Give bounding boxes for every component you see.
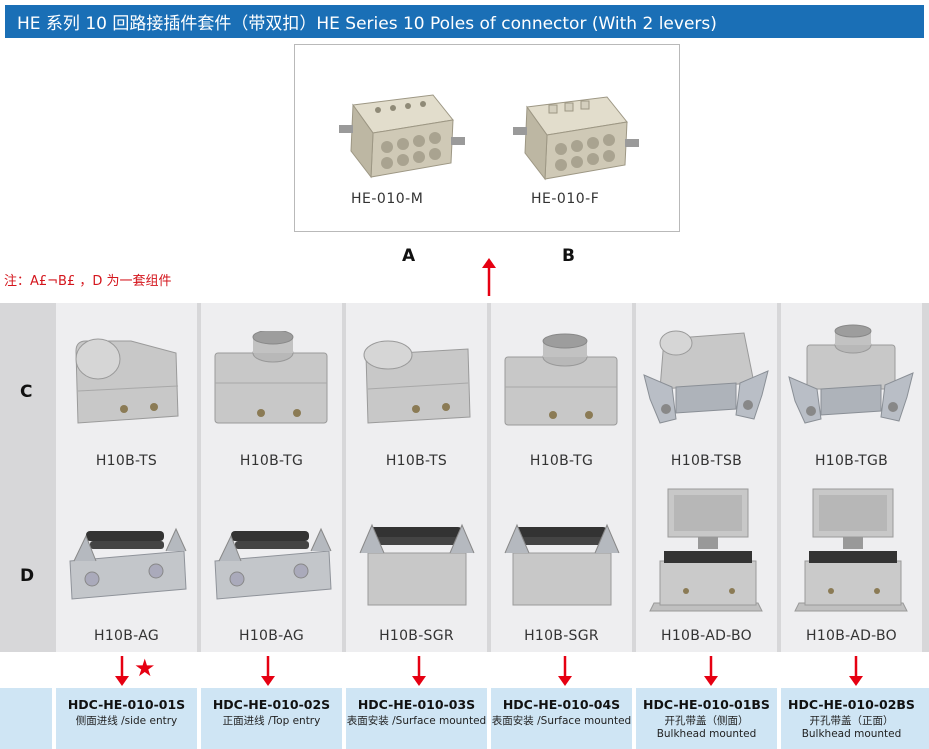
kit-column: H10B-TG H10B-SGR — [491, 303, 632, 652]
female-insert-image — [507, 85, 647, 195]
kit-column: H10B-TG H10B-AG — [201, 303, 342, 652]
base-model-label: H10B-SGR — [379, 628, 454, 644]
hood-side-entry-image — [363, 340, 471, 424]
kit-description: 表面安装 /Surface mounted — [491, 715, 632, 727]
column-divider — [487, 688, 491, 749]
kit-code-cell: HDC-HE-010-01BS 开孔带盖（侧面） Bulkhead mounte… — [636, 688, 777, 749]
hood-top-entry-image — [214, 331, 328, 424]
hood-model-label: H10B-TSB — [670, 453, 743, 469]
kit-code-cell: HDC-HE-010-02S 正面进线 /Top entry — [201, 688, 342, 749]
hood-model-label: H10B-TG — [239, 453, 304, 469]
kit-code: HDC-HE-010-02S — [212, 697, 331, 712]
kit-code: HDC-HE-010-01BS — [643, 697, 770, 712]
down-arrow-icon — [704, 656, 718, 686]
base-angled-image — [214, 527, 332, 600]
base-surface-image — [359, 523, 475, 606]
hood-levers-side-image — [643, 330, 769, 424]
down-arrow-icon — [115, 656, 129, 686]
base-model-label: H10B-AD-BO — [806, 628, 897, 644]
insert-letter: B — [562, 246, 575, 266]
column-divider — [632, 688, 636, 749]
kit-description: 表面安装 /Surface mounted — [346, 715, 487, 727]
kit-code: HDC-HE-010-02BS — [788, 697, 915, 712]
kit-description-cn: 开孔带盖（侧面） — [664, 715, 749, 727]
column-divider — [197, 688, 201, 749]
base-model-label: H10B-AG — [94, 628, 159, 644]
insert-model-label: HE-010-F — [531, 191, 600, 207]
insert-model-label: HE-010-M — [351, 191, 424, 207]
kit-code-cell: HDC-HE-010-02BS 开孔带盖（正面） Bulkhead mounte… — [781, 688, 922, 749]
column-divider — [52, 688, 56, 749]
kit-description: 侧面进线 /side entry — [75, 715, 178, 727]
bulkhead-housing-image — [649, 488, 763, 612]
kit-column: H10B-TS H10B-SGR — [346, 303, 487, 652]
row-label-d: D — [20, 566, 35, 586]
up-arrow-icon — [482, 258, 496, 296]
hood-top-entry-image — [504, 333, 618, 426]
kit-code-cell: HDC-HE-010-03S 表面安装 /Surface mounted — [346, 688, 487, 749]
bulkhead-housing-image — [794, 488, 908, 612]
down-arrow-icon — [412, 656, 426, 686]
down-arrow-icon — [261, 656, 275, 686]
hood-model-label: H10B-TS — [95, 453, 158, 469]
kit-code: HDC-HE-010-04S — [502, 697, 621, 712]
base-surface-image — [504, 523, 620, 606]
hood-side-entry-image — [75, 338, 179, 424]
kit-code: HDC-HE-010-03S — [357, 697, 476, 712]
column-divider — [777, 688, 781, 749]
kit-column: H10B-TS H10B-AG — [56, 303, 197, 652]
page-title: HE 系列 10 回路接插件套件（带双扣）HE Series 10 Poles … — [5, 5, 924, 38]
hood-model-label: H10B-TS — [385, 453, 448, 469]
kit-description-en: Bulkhead mounted — [801, 728, 902, 740]
kit-code-cell: HDC-HE-010-04S 表面安装 /Surface mounted — [491, 688, 632, 749]
base-model-label: H10B-AD-BO — [661, 628, 752, 644]
base-model-label: H10B-AG — [239, 628, 304, 644]
kit-code: HDC-HE-010-01S — [67, 697, 186, 712]
hood-model-label: H10B-TG — [529, 453, 594, 469]
hood-model-label: H10B-TGB — [814, 453, 889, 469]
down-arrow-icon — [849, 656, 863, 686]
kit-description-cn: 开孔带盖（正面） — [809, 715, 894, 727]
kit-description-en: Bulkhead mounted — [656, 728, 757, 740]
insert-panel: HE-010-M HE-010-F — [294, 44, 680, 232]
assembly-note: 注：A£¬B£ ，D 为一套组件 — [4, 274, 172, 289]
down-arrow-icon — [558, 656, 572, 686]
column-divider — [342, 688, 346, 749]
base-angled-image — [69, 527, 187, 600]
kit-column: H10B-TSB H10B-AD-BO — [636, 303, 777, 652]
hood-levers-top-image — [788, 324, 914, 424]
male-insert-image — [333, 85, 473, 195]
base-model-label: H10B-SGR — [524, 628, 599, 644]
kit-column: H10B-TGB H10B-AD-BO — [781, 303, 922, 652]
kit-description: 正面进线 /Top entry — [222, 715, 321, 727]
kit-code-cell: HDC-HE-010-01S 侧面进线 /side entry — [56, 688, 197, 749]
insert-letter: A — [402, 246, 416, 266]
row-label-c: C — [20, 382, 33, 402]
star-icon: ★ — [134, 654, 156, 682]
